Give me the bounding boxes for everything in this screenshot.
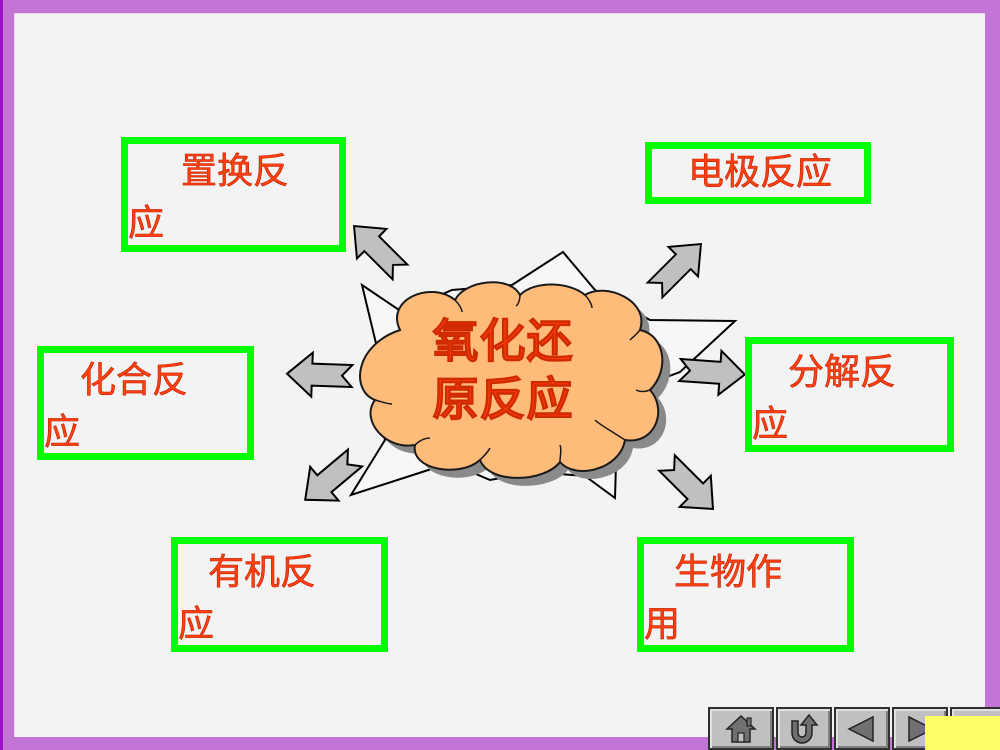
triangle-right-icon — [908, 715, 935, 742]
center-topic-line2: 原反应 — [432, 372, 574, 427]
box-electrode-reaction: 电极反应 — [645, 142, 871, 204]
box-label-line2: 应 — [752, 404, 789, 446]
arrow-to-electrode — [639, 228, 717, 306]
triangle-left-icon — [847, 715, 874, 742]
box-label-line2: 应 — [178, 604, 215, 646]
box-organic-reaction: 有机反 应 — [171, 537, 388, 652]
box-label-line1: 生物作 — [674, 552, 783, 594]
return-button[interactable] — [776, 707, 832, 750]
yellow-note-rectangle — [925, 716, 1000, 750]
center-topic-line1: 氧化还 — [432, 314, 574, 369]
box-label-line1: 电极反应 — [688, 152, 833, 194]
box-combination-reaction: 化合反 应 — [37, 346, 254, 460]
arrow-to-biological — [650, 446, 730, 526]
arrow-to-combination — [285, 350, 354, 399]
return-icon — [791, 713, 819, 744]
box-decomposition-reaction: 分解反 应 — [745, 337, 954, 452]
box-displacement-reaction: 置换反 应 — [121, 137, 346, 252]
box-label-line1: 有机反 — [208, 552, 317, 594]
box-label-line1: 分解反 — [788, 352, 897, 394]
home-icon — [725, 714, 757, 743]
box-biological-action: 生物作 用 — [637, 537, 854, 652]
home-button[interactable] — [708, 707, 774, 750]
cloud-shape — [359, 281, 664, 479]
box-label-line2: 应 — [44, 412, 81, 454]
previous-button[interactable] — [834, 707, 890, 750]
center-topic: 氧化还 原反应 — [408, 312, 598, 428]
box-label-line2: 用 — [644, 604, 681, 646]
box-label-line1: 化合反 — [80, 360, 189, 402]
box-label-line1: 置换反 — [181, 151, 290, 193]
arrow-to-displacement — [338, 210, 416, 288]
frame-left-edge — [0, 0, 3, 750]
box-label-line2: 应 — [128, 203, 165, 245]
arrow-to-organic — [290, 440, 371, 518]
